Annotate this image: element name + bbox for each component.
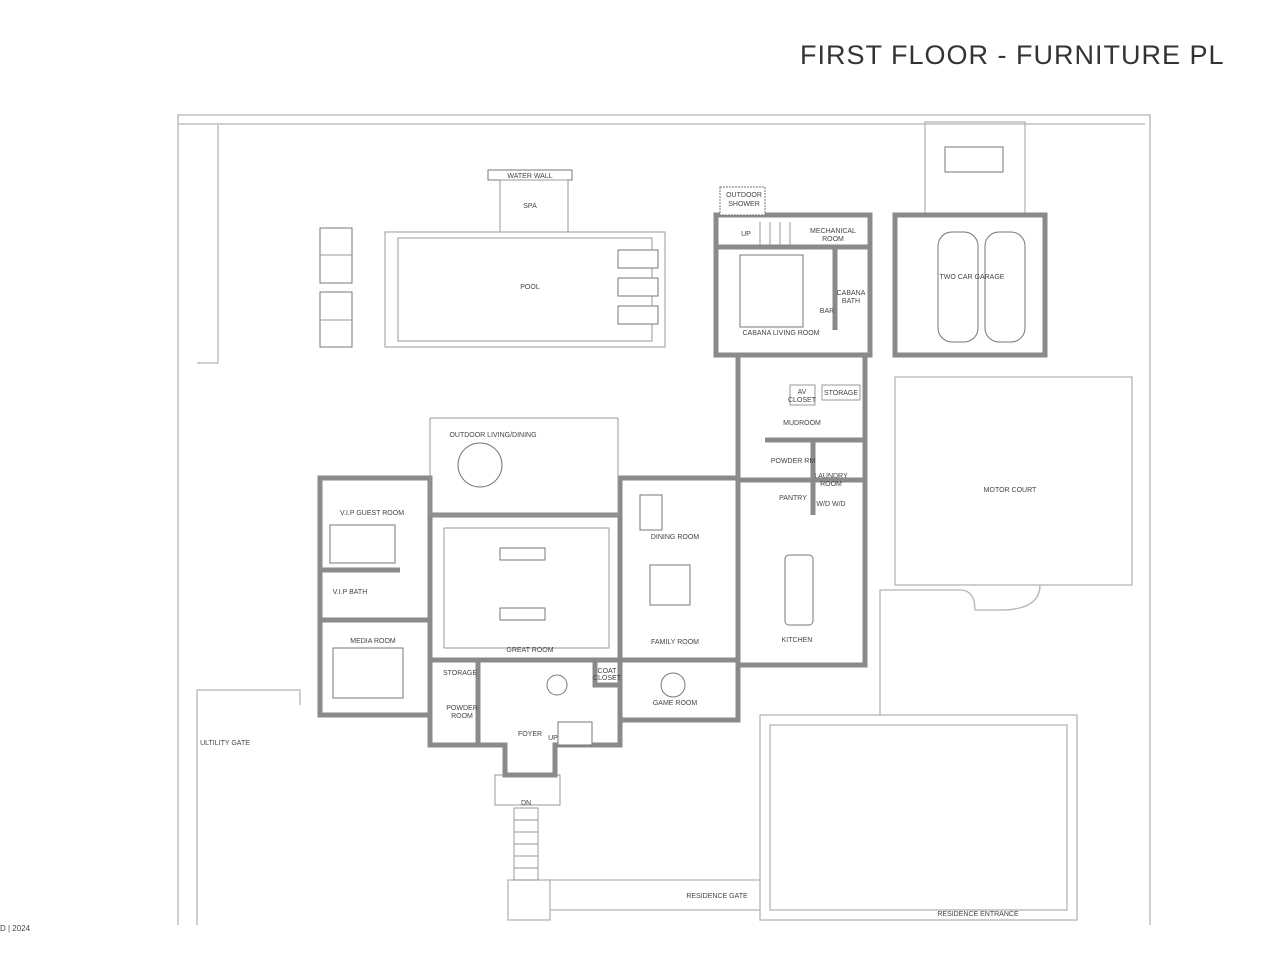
label-outdoor-shower-2: SHOWER	[728, 201, 760, 208]
label-powder-room-2: ROOM	[451, 713, 473, 720]
entry-steps	[494, 774, 561, 881]
mudroom-wing-walls	[735, 355, 868, 668]
label-pool: POOL	[520, 284, 540, 291]
label-coat-closet: COAT	[598, 668, 618, 675]
label-residence-entrance: RESIDENCE ENTRANCE	[937, 911, 1019, 918]
label-water-wall: WATER WALL	[507, 173, 552, 180]
label-av-closet: AV	[798, 389, 807, 396]
label-mudroom: MUDROOM	[783, 420, 821, 427]
label-vip-bath: V.I.P BATH	[333, 589, 368, 596]
label-up-foyer: UP	[548, 735, 558, 742]
footer-credit: D | 2024	[0, 924, 31, 933]
label-outdoor-living: OUTDOOR LIVING/DINING	[449, 432, 536, 439]
label-cabana-bath-2: BATH	[842, 298, 860, 305]
label-vip-guest: V.I.P GUEST ROOM	[340, 510, 404, 517]
label-bar: BAR	[820, 308, 834, 315]
label-storage-mudroom: STORAGE	[824, 390, 858, 397]
label-residence-gate: RESIDENCE GATE	[686, 893, 748, 900]
label-outdoor-shower: OUTDOOR	[726, 192, 762, 199]
pool-area	[319, 169, 666, 348]
label-dn: DN	[521, 800, 531, 807]
label-mechanical-room: MECHANICAL	[810, 228, 856, 235]
label-laundry-room: LAUNDRY	[814, 473, 848, 480]
label-up-cabana: UP	[741, 231, 751, 238]
label-dining-room: DINING ROOM	[651, 534, 699, 541]
label-cabana-bath: CABANA	[837, 290, 866, 297]
label-av-closet-2: CLOSET	[788, 397, 817, 404]
label-powder-room: POWDER	[446, 705, 478, 712]
label-coat-closet-2: CLOSET	[593, 675, 622, 682]
drawing-title: FIRST FLOOR - FURNITURE PL	[800, 40, 1225, 70]
label-motor-court: MOTOR COURT	[984, 487, 1037, 494]
label-laundry-room-2: ROOM	[820, 481, 842, 488]
label-pantry: PANTRY	[779, 495, 807, 502]
label-storage-foyer: STORAGE	[443, 670, 477, 677]
label-mechanical-room-2: ROOM	[822, 236, 844, 243]
label-spa: SPA	[523, 203, 537, 210]
main-house-walls	[317, 417, 741, 778]
label-garage: TWO CAR GARAGE	[940, 274, 1005, 281]
label-kitchen: KITCHEN	[782, 637, 813, 644]
label-media-room: MEDIA ROOM	[350, 638, 396, 645]
label-family-room: FAMILY ROOM	[651, 639, 699, 646]
cabana-walls	[713, 186, 1048, 358]
room-labels: WATER WALL SPA POOL OUTDOOR SHOWER MECHA…	[200, 173, 1037, 918]
label-wd: W/D W/D	[816, 501, 845, 508]
label-cabana-living: CABANA LIVING ROOM	[742, 330, 819, 337]
site-boundary	[177, 114, 1151, 925]
label-game-room: GAME ROOM	[653, 700, 698, 707]
label-powder-rm: POWDER RM	[771, 458, 816, 465]
label-utility-gate: ULTILITY GATE	[200, 740, 250, 747]
label-foyer: FOYER	[518, 731, 542, 738]
label-great-room: GREAT ROOM	[506, 647, 553, 654]
